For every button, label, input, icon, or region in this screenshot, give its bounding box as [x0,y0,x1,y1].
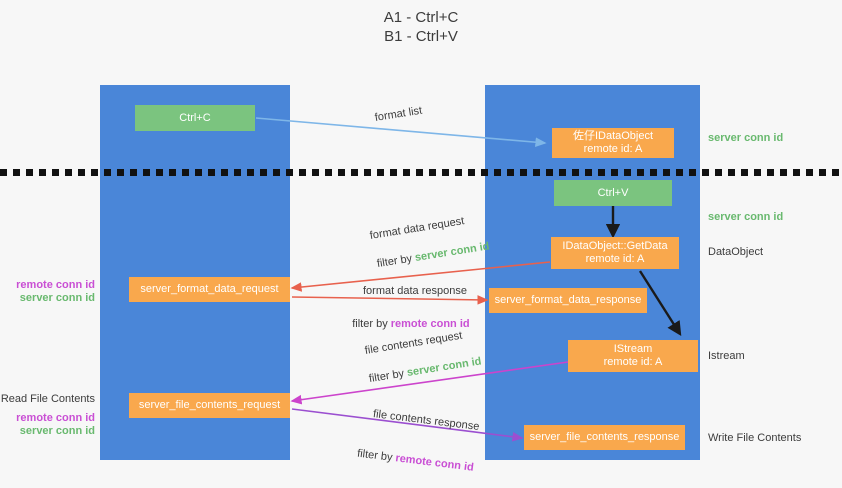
label-format-data-response: format data response [363,285,467,297]
filter-value-remote-conn-id: remote conn id [394,452,475,474]
filter-value-server-conn-id: server conn id [414,240,491,264]
filter-prefix: filter by [352,318,391,330]
label-write-file-contents: Write File Contents [708,432,802,444]
filter-value-server-conn-id: server conn id [406,355,483,379]
box-server-format-data-request[interactable]: server_format_data_request [129,277,290,302]
label-read-file-contents: Read File Contents [0,393,95,405]
label-remote-conn-id-lower: remote conn id [16,412,95,424]
label-file-contents-response-filter: filter by remote conn id [343,433,476,488]
label-server-conn-id-upper: server conn id [19,292,95,304]
page-title: A1 - Ctrl+C B1 - Ctrl+V [383,9,459,45]
box-idataobject[interactable]: 佐仔IDataObject remote id: A [552,128,674,158]
label-dataobject: DataObject [708,246,764,258]
box-server-file-contents-request[interactable]: server_file_contents_request [129,393,290,418]
box-ctrl-v[interactable]: Ctrl+V [554,180,672,206]
label-format-data-response-filter: filter by remote conn id [340,305,470,344]
label-remote-conn-id-upper: remote conn id [16,279,95,291]
box-server-format-data-response[interactable]: server_format_data_response [489,288,647,313]
box-istream[interactable]: IStream remote id: A [568,340,698,372]
label-server-conn-id-mid: server conn id [708,211,784,223]
box-ctrl-c[interactable]: Ctrl+C [135,105,255,131]
label-format-list: format list [373,104,423,124]
filter-value-remote-conn-id: remote conn id [390,318,470,330]
filter-prefix: filter by [368,367,408,386]
filter-prefix: filter by [356,447,397,465]
box-server-file-contents-response[interactable]: server_file_contents_response [524,425,685,450]
filter-prefix: filter by [376,252,416,271]
phase-divider [0,169,842,176]
label-file-contents-response: file contents response [372,408,481,434]
box-idataobject-getdata[interactable]: IDataObject::GetData remote id: A [551,237,679,269]
label-istream: Istream [708,350,745,362]
label-server-conn-id-top: server conn id [708,132,784,144]
label-server-conn-id-lower: server conn id [19,425,95,437]
